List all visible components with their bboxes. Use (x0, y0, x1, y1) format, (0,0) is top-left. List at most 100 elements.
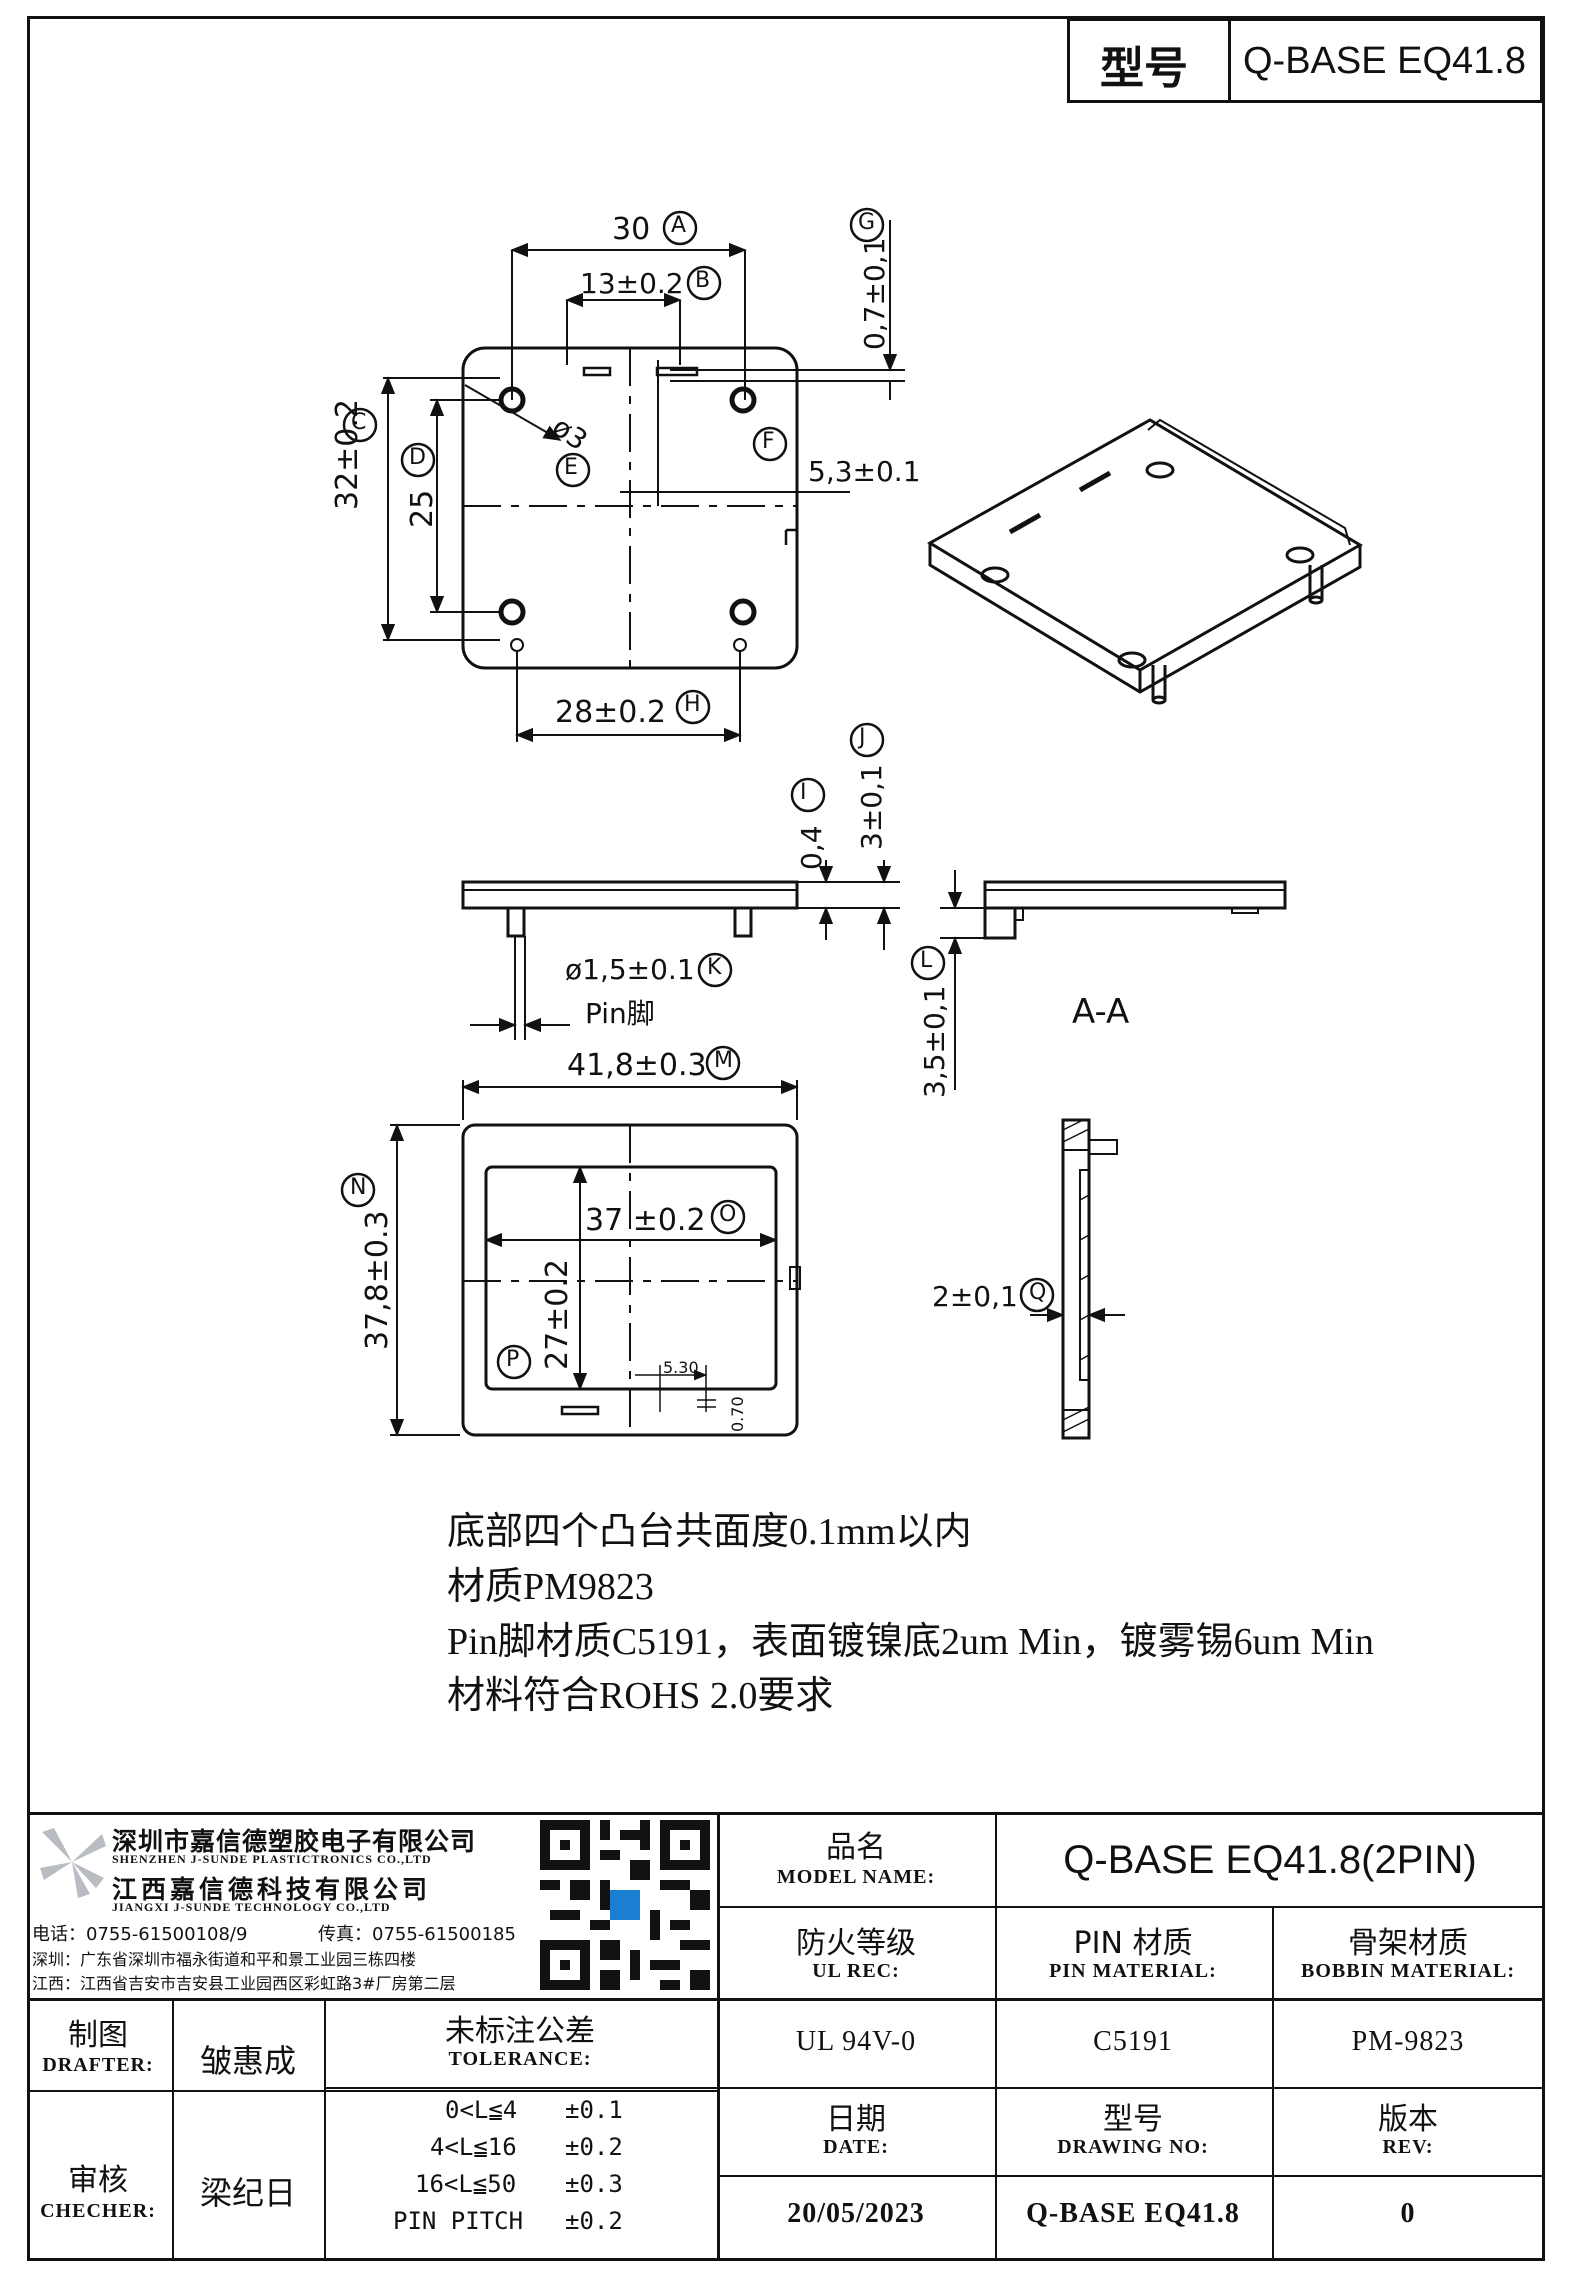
tag-e: E (564, 455, 578, 480)
dim-a: 30 (612, 212, 651, 247)
tolerance-range-3: 16<L≦50 (415, 2170, 517, 2198)
tag-n: N (350, 1175, 367, 1200)
tag-g: G (858, 210, 876, 235)
tag-a: A (671, 213, 687, 238)
rev-value: 0 (1400, 2198, 1416, 2229)
dim-n: 37,8±0.3 (360, 1210, 395, 1350)
checker-label-cn: 审核 (68, 2163, 128, 2198)
bobbin-material-label-cn: 骨架材质 (1348, 1926, 1468, 1961)
bobbin-material-label-en: BOBBIN MATERIAL: (1301, 1960, 1515, 1982)
header-model: Q-BASE EQ41.8 (1243, 40, 1527, 82)
dim-slot-height: 0.70 (728, 1396, 747, 1432)
tag-m: M (714, 1048, 733, 1073)
pin-material-label-en: PIN MATERIAL: (1049, 1960, 1217, 1982)
tag-i: I (800, 780, 807, 805)
dim-p: 27±0.2 (540, 1258, 575, 1370)
drawing-no-label-en: DRAWING NO: (1057, 2136, 1209, 2158)
section-plate (983, 880, 1287, 910)
tag-j: J (859, 725, 866, 750)
drafter-name: 皱惠成 (199, 2042, 297, 2080)
tag-l: L (920, 948, 933, 973)
pin-material-label-cn: PIN 材质 (1073, 1926, 1193, 1961)
note-2: 材质PM9823 (447, 1566, 654, 1608)
company-name-1-en: SHENZHEN J-SUNDE PLASTICTRONICS CO.,LTD (112, 1852, 432, 1866)
ul-rec-label-cn: 防火等级 (796, 1926, 916, 1961)
tag-c: C (351, 410, 367, 435)
tag-b: B (695, 268, 711, 293)
tolerance-value-3: ±0.3 (565, 2170, 623, 2198)
header-label: 型号 (1100, 43, 1188, 94)
rev-label-en: REV: (1382, 2136, 1434, 2158)
dim-q: 2±0,1 (932, 1280, 1018, 1313)
model-name-label-en: MODEL NAME: (776, 1866, 936, 1888)
ul-rec-value: UL 94V-0 (795, 2026, 917, 2057)
dim-k-sub: Pin脚 (585, 997, 655, 1030)
company-address-shenzhen: 深圳：广东省深圳市福永街道和平和景工业园三栋四楼 (32, 1950, 417, 1969)
tolerance-value-1: ±0.1 (565, 2096, 623, 2124)
dim-j: 3±0,1 (855, 764, 888, 850)
section-label: A-A (1072, 992, 1130, 1032)
tag-o: O (719, 1202, 737, 1227)
dim-h: 28±0.2 (555, 695, 667, 730)
top-boss-4 (729, 598, 757, 626)
tolerance-range-2: 4<L≦16 (430, 2133, 517, 2161)
tag-d: D (409, 445, 426, 470)
drawing-frame (27, 16, 1545, 2261)
checker-label-en: CHECHER: (40, 2200, 156, 2222)
drawing-no-label-cn: 型号 (1103, 2102, 1163, 2137)
tolerance-range-4: PIN PITCH (393, 2207, 524, 2235)
ul-rec-label-en: UL REC: (812, 1960, 900, 1982)
date-label-cn: 日期 (826, 2102, 886, 2137)
company-logo (40, 1828, 106, 1898)
company-name-1: 深圳市嘉信德塑胶电子有限公司 (112, 1827, 477, 1856)
dim-r: 5,3±0.1 (808, 455, 921, 488)
qr-code-icon (540, 1820, 710, 1990)
tag-p: P (506, 1347, 520, 1372)
tolerance-value-2: ±0.2 (565, 2133, 623, 2161)
tag-f: F (762, 429, 775, 454)
header-box (1067, 18, 1543, 103)
note-1: 底部四个凸台共面度0.1mm以内 (447, 1511, 972, 1553)
date-label-en: DATE: (823, 2136, 889, 2158)
dim-o: 37 ±0.2 (585, 1203, 706, 1238)
note-4: 材料符合ROHS 2.0要求 (447, 1675, 834, 1717)
model-name-label-cn: 品名 (826, 1830, 886, 1865)
section-side-view (1061, 1118, 1091, 1440)
tag-k: K (707, 955, 722, 980)
drafter-label-en: DRAFTER: (42, 2054, 154, 2076)
top-boss-2 (729, 386, 757, 414)
tag-h: H (684, 692, 701, 717)
tolerance-value-4: ±0.2 (565, 2207, 623, 2235)
side-view-plate (461, 880, 799, 910)
bobbin-material-value: PM-9823 (1351, 2026, 1465, 2057)
dim-b: 13±0.2 (580, 267, 684, 300)
model-name-value: Q-BASE EQ41.8(2PIN) (1063, 1838, 1477, 1882)
note-3: Pin脚材质C5191，表面镀镍底2um Min，镀雾锡6um Min (447, 1621, 1374, 1663)
checker-name: 梁纪日 (199, 2174, 297, 2212)
company-name-2: 江西嘉信德科技有限公司 (112, 1875, 432, 1904)
dim-g: 0,7±0,1 (858, 237, 891, 350)
company-name-2-en: JIANGXI J-SUNDE TECHNOLOGY CO.,LTD (112, 1900, 391, 1914)
company-phone: 电话：0755-61500108/9 (32, 1924, 248, 1945)
rev-label-cn: 版本 (1378, 2102, 1438, 2137)
isometric-view (927, 418, 1363, 705)
pin-material-value: C5191 (1093, 2026, 1173, 2057)
dim-d: 25 (405, 489, 440, 528)
dim-slot-width: 5.30 (663, 1358, 699, 1377)
drafter-label-cn: 制图 (68, 2018, 128, 2053)
company-fax: 传真：0755-61500185 (318, 1924, 516, 1945)
tolerance-label-cn: 未标注公差 (445, 2014, 595, 2049)
date-value: 20/05/2023 (787, 2198, 925, 2229)
tolerance-range-1: 0<L≦4 (445, 2096, 518, 2124)
top-boss-3 (498, 598, 526, 626)
dim-m: 41,8±0.3 (567, 1048, 707, 1083)
tag-q: Q (1029, 1280, 1047, 1305)
company-address-jiangxi: 江西：江西省吉安市吉安县工业园西区彩虹路3#厂房第二层 (32, 1974, 456, 1993)
tolerance-label-en: TOLERANCE: (448, 2048, 592, 2070)
drawing-no-value: Q-BASE EQ41.8 (1026, 2198, 1240, 2229)
dim-i: 0,4 (795, 825, 828, 870)
dim-k: ø1,5±0.1 (565, 953, 695, 986)
dim-l: 3,5±0,1 (918, 985, 951, 1098)
